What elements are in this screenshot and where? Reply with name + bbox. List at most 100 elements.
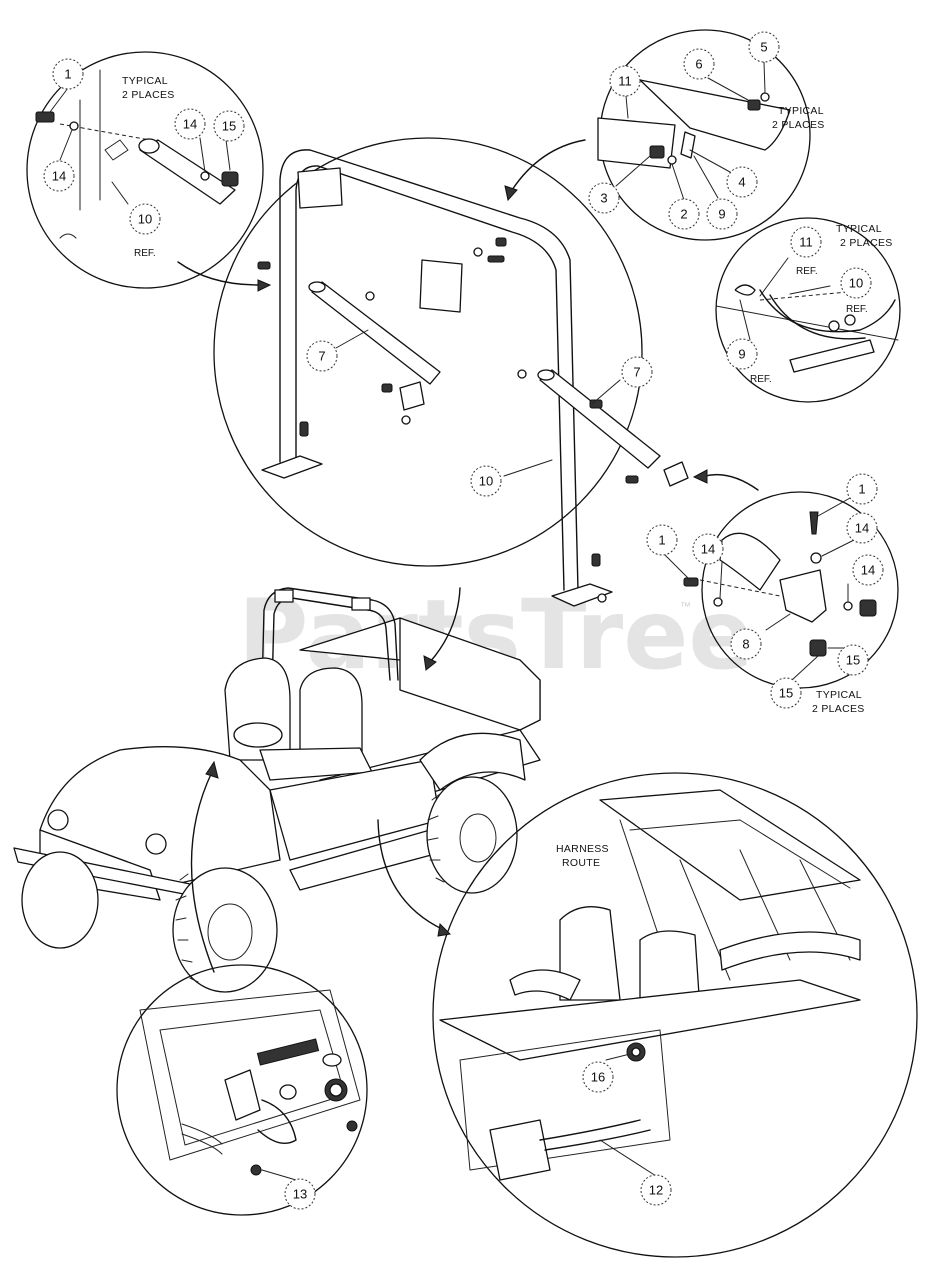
light-housing — [597, 117, 676, 169]
work-light-left — [297, 167, 343, 209]
note-typical: TYPICAL — [836, 223, 882, 235]
nut-icon — [221, 171, 239, 187]
note-places: 2 PLACES — [840, 237, 893, 249]
callout-8: 8 — [730, 628, 762, 660]
arrow-head — [257, 279, 272, 292]
note-typical: TYPICAL — [122, 75, 168, 87]
seat-right — [299, 667, 363, 766]
bolt-icon — [35, 111, 55, 123]
steering-wheel — [509, 969, 581, 1001]
arrow-head — [504, 185, 518, 202]
detail-circle-dash — [116, 964, 368, 1216]
callout-1: 1 — [646, 524, 678, 556]
callout-2: 2 — [668, 198, 700, 230]
callout-5: 5 — [748, 31, 780, 63]
arrow-head — [423, 655, 437, 671]
callout-13: 13 — [284, 1178, 316, 1210]
foot-plate-left — [261, 455, 323, 479]
seat-back-left — [559, 906, 621, 1001]
detail-harness-route: HARNESS ROUTE — [432, 772, 918, 1258]
callout-7: 7 — [306, 340, 338, 372]
callout-10: 10 — [129, 203, 161, 235]
callout-14: 14 — [846, 512, 878, 544]
callout-15: 15 — [837, 644, 869, 676]
ref-label: REF. — [796, 266, 818, 277]
ref-label: REF. — [750, 374, 772, 385]
wheel-front-right — [172, 867, 278, 993]
svg-text:14: 14 — [701, 542, 715, 557]
detail-top-right: TYPICAL 2 PLACES — [597, 29, 825, 241]
callouts: 1 14 14 15 10 5 6 11 3 2 9 4 11 10 9 7 7… — [43, 31, 884, 1210]
wheel-rear — [426, 776, 518, 894]
svg-text:6: 6 — [695, 57, 702, 72]
note-typical: TYPICAL — [778, 105, 824, 117]
note-typical: TYPICAL — [816, 689, 862, 701]
svg-text:15: 15 — [222, 119, 236, 134]
callout-12: 12 — [640, 1174, 672, 1206]
watermark-trademark: ™ — [680, 601, 691, 613]
callout-10: 10 — [470, 465, 502, 497]
svg-text:14: 14 — [861, 563, 875, 578]
svg-text:10: 10 — [849, 276, 863, 291]
note-places: 2 PLACES — [122, 89, 175, 101]
callout-14: 14 — [43, 160, 75, 192]
callout-1: 1 — [52, 58, 84, 90]
headlight-right — [145, 833, 167, 855]
svg-text:11: 11 — [799, 235, 813, 250]
callout-6: 6 — [683, 48, 715, 80]
svg-text:14: 14 — [183, 117, 197, 132]
note-harness: HARNESS — [556, 843, 609, 855]
svg-text:15: 15 — [846, 653, 860, 668]
svg-text:2: 2 — [680, 207, 687, 222]
svg-text:8: 8 — [742, 637, 749, 652]
work-light-right — [419, 259, 463, 313]
roll-bar-segment — [639, 79, 791, 151]
callout-7: 7 — [621, 356, 653, 388]
svg-text:5: 5 — [760, 40, 767, 55]
dash-panel — [139, 989, 361, 1161]
note-route: ROUTE — [562, 857, 600, 869]
ref-label: REF. — [134, 248, 156, 259]
detail-top-left: TYPICAL 2 PLACES REF. — [26, 51, 264, 289]
callout-11: 11 — [609, 65, 641, 97]
detail-circle-harness-route — [432, 772, 918, 1258]
note-places: 2 PLACES — [812, 703, 865, 715]
wheel-front-left — [21, 851, 99, 949]
svg-text:14: 14 — [855, 521, 869, 536]
callout-11: 11 — [790, 226, 822, 258]
svg-text:15: 15 — [779, 686, 793, 701]
detail-circle-roll-bar — [213, 137, 643, 567]
battery-box — [489, 1119, 551, 1181]
callout-14: 14 — [852, 554, 884, 586]
svg-text:12: 12 — [649, 1183, 663, 1198]
svg-text:13: 13 — [293, 1187, 307, 1202]
svg-text:3: 3 — [600, 191, 607, 206]
svg-text:4: 4 — [738, 175, 745, 190]
decal — [256, 1038, 320, 1066]
brace-end — [719, 532, 781, 591]
washer-icon — [69, 121, 79, 131]
svg-text:10: 10 — [138, 212, 152, 227]
utility-vehicle — [13, 587, 541, 993]
callout-9: 9 — [706, 198, 738, 230]
headlight-left — [47, 809, 69, 831]
callout-3: 3 — [588, 182, 620, 214]
vehicle-light-left — [274, 589, 294, 603]
switch — [224, 1069, 261, 1121]
arrow-head — [692, 469, 708, 484]
foot-plate-right — [551, 583, 613, 607]
svg-text:11: 11 — [618, 74, 632, 89]
detail-dash-panel — [116, 964, 368, 1216]
angle-bracket — [779, 569, 827, 623]
callout-14: 14 — [692, 533, 724, 565]
callout-14: 14 — [174, 108, 206, 140]
note-places: 2 PLACES — [772, 119, 825, 131]
svg-text:9: 9 — [718, 207, 725, 222]
ref-label: REF. — [846, 304, 868, 315]
svg-text:1: 1 — [658, 533, 665, 548]
svg-text:9: 9 — [738, 347, 745, 362]
raised-cargo-box — [599, 789, 861, 901]
arrow-head — [437, 922, 452, 937]
callout-10: 10 — [840, 267, 872, 299]
